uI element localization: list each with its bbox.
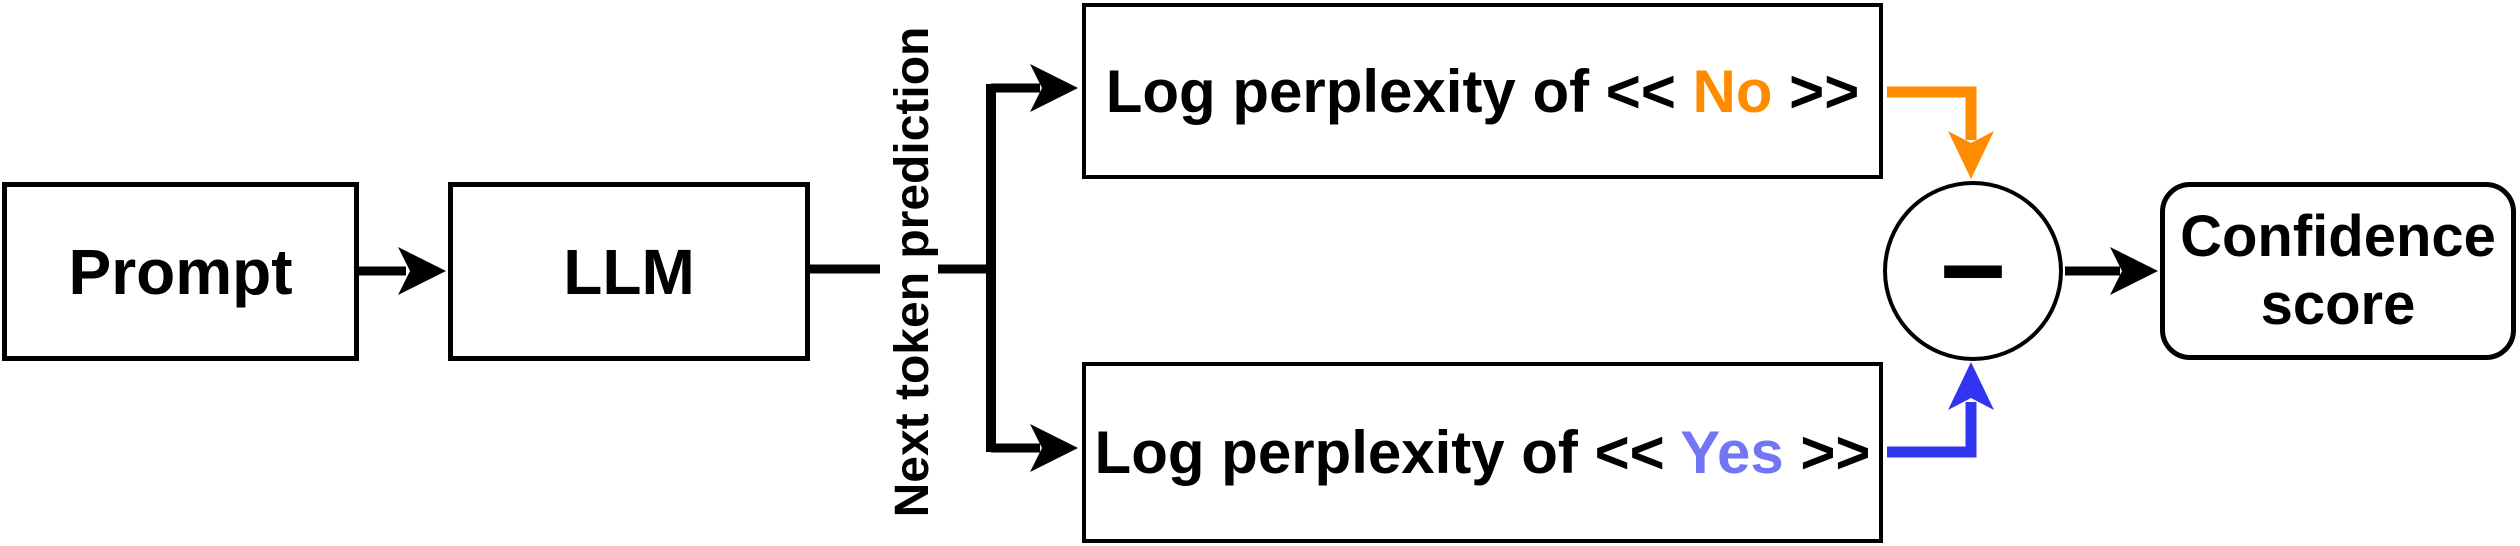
arrow-no-to-subtract	[1887, 86, 1994, 179]
arrowhead-down-icon	[1948, 131, 1994, 179]
log-perplexity-no-label: Log perplexity of << No >>	[1106, 57, 1860, 126]
no-label-suffix: >>	[1772, 57, 1860, 125]
arrowhead-up-icon	[1948, 362, 1994, 410]
arrow-subtract-to-confidence	[2065, 247, 2158, 295]
minus-sign: −	[1939, 206, 2007, 335]
prompt-label: Prompt	[68, 235, 293, 308]
arrow-fork-to-yes-box	[991, 424, 1078, 472]
arrowhead-right-icon	[1030, 64, 1078, 112]
no-token-word: No	[1692, 57, 1773, 125]
arrowhead-right-icon	[1030, 424, 1078, 472]
log-perplexity-no-box: Log perplexity of << No >>	[1082, 3, 1883, 179]
subtract-circle: −	[1883, 181, 2063, 361]
llm-box: LLM	[448, 182, 810, 361]
arrow-fork-to-no-box	[991, 64, 1078, 112]
confidence-score-box: Confidence score	[2160, 182, 2516, 360]
arrow-yes-elbow-line	[1887, 402, 1977, 458]
arrowhead-right-icon	[2110, 247, 2158, 295]
arrow-yes-to-subtract	[1887, 362, 1994, 458]
confidence-label-line1: Confidence	[2180, 203, 2496, 269]
prompt-box: Prompt	[2, 182, 359, 361]
yes-label-suffix: >>	[1783, 419, 1871, 486]
log-perplexity-yes-box: Log perplexity of << Yes >>	[1082, 362, 1883, 543]
arrow-no-elbow-line	[1887, 86, 1977, 140]
yes-label-prefix: Log perplexity of <<	[1094, 419, 1681, 486]
no-label-prefix: Log perplexity of <<	[1105, 57, 1693, 125]
llm-label: LLM	[563, 235, 695, 308]
arrowhead-right-icon	[398, 247, 446, 295]
arrow-prompt-to-llm	[359, 247, 446, 295]
confidence-label-line2: score	[2260, 272, 2416, 337]
log-perplexity-yes-label: Log perplexity of << Yes >>	[1095, 418, 1871, 487]
yes-token-word: Yes	[1680, 419, 1784, 486]
